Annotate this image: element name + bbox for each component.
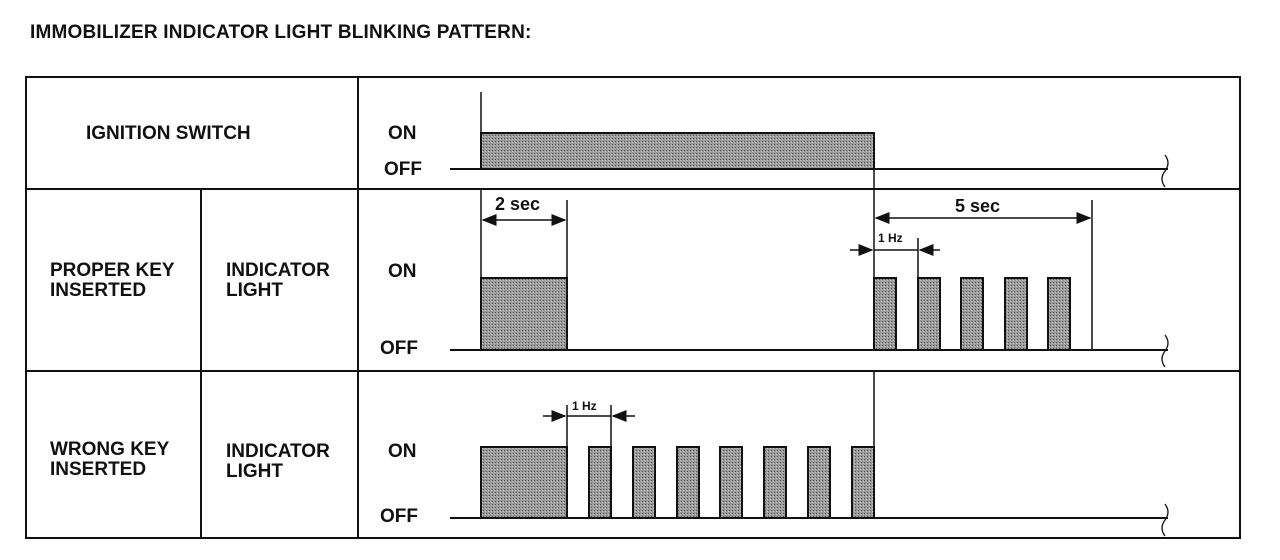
break-mark [1161,503,1169,537]
wrong-initial-pulse [480,446,568,519]
wrong-blink-pulse [588,446,612,519]
proper-off-label: OFF [380,338,418,359]
proper-blink-pulse [917,277,941,351]
wrong-blink-pulse [763,446,787,519]
two-sec-label: 2 sec [495,194,541,214]
wrong-blink-pulse [719,446,743,519]
proper-hz-label: 1 Hz [878,231,903,245]
proper-2sec-pulse [480,277,568,351]
proper-blink-pulse [1004,277,1028,351]
proper-blink-pulse [873,277,897,351]
proper-key-label: PROPER KEY INSERTED [50,260,175,301]
wrong-blink-pulse [807,446,831,519]
wrong-blink-pulse [676,446,700,519]
wrong-hz-label: 1 Hz [572,399,597,413]
proper-on-label: ON [388,261,417,282]
proper-blink-pulse [960,277,984,351]
ignition-on-label: ON [388,123,417,144]
wrong-indicator-label: INDICATOR LIGHT [226,441,330,482]
table-frame [25,76,1241,539]
ignition-waveform [450,92,1169,190]
break-mark [1161,334,1169,368]
proper-blink-pulse [1047,277,1071,351]
ignition-switch-label: IGNITION SWITCH [86,123,251,144]
ignition-off-label: OFF [384,159,422,180]
wrong-blink-pulse [851,446,875,519]
proper-waveform [450,189,1169,368]
proper-indicator-label: INDICATOR LIGHT [226,260,330,301]
wrong-off-label: OFF [380,506,418,527]
five-sec-label: 5 sec [955,196,1001,216]
ignition-on-pulse [480,132,875,170]
wrong-key-label: WRONG KEY INSERTED [50,439,170,480]
diagram-title: IMMOBILIZER INDICATOR LIGHT BLINKING PAT… [30,22,532,43]
wrong-blink-pulse [632,446,656,519]
wrong-waveform [450,371,1169,537]
break-mark [1161,154,1169,188]
wrong-on-label: ON [388,441,417,462]
